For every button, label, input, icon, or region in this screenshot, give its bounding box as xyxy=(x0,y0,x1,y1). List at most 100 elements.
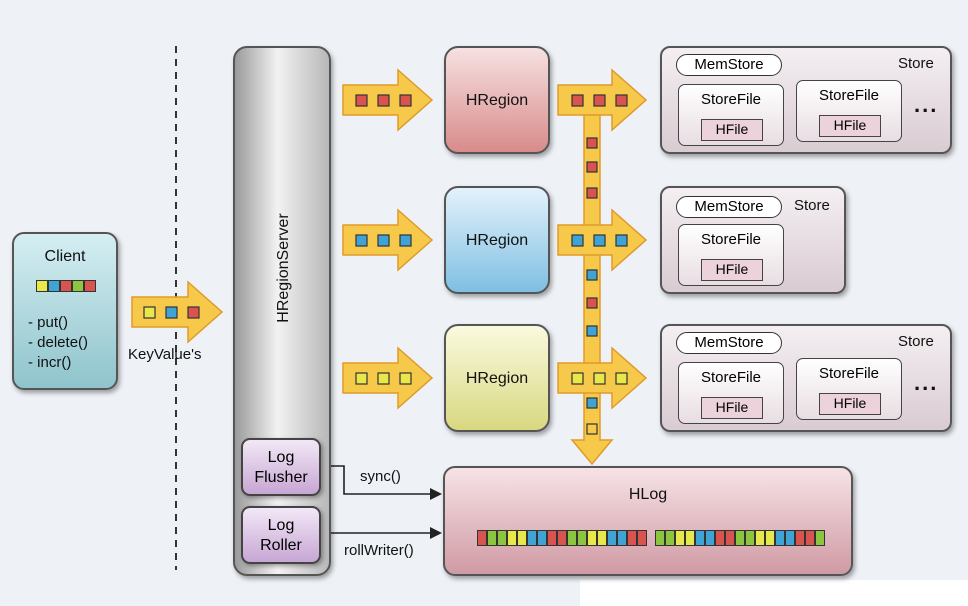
kv-square-blue xyxy=(355,234,368,247)
store-1-storefile-1-label: StoreFile xyxy=(700,91,762,108)
store-3-ellipsis: ... xyxy=(914,370,939,395)
region-to-hlog-arrow xyxy=(570,111,614,466)
hlog-entry-cell xyxy=(715,530,725,546)
store-3-memstore: MemStore xyxy=(676,332,782,354)
store-3-storefile-2-label: StoreFile xyxy=(818,365,880,382)
kv-square-blue xyxy=(399,234,412,247)
store-2-memstore: MemStore xyxy=(676,196,782,218)
store-1-storefile-2-label: StoreFile xyxy=(818,87,880,104)
hlog-entry-cell xyxy=(567,530,577,546)
hregionserver-label: HRegionServer xyxy=(275,213,292,323)
hlog-entry-cell xyxy=(497,530,507,546)
store-3-storefile-2: StoreFile HFile xyxy=(796,358,902,420)
hlog-entry-cell xyxy=(617,530,627,546)
hlog-entry-cell xyxy=(805,530,815,546)
client-kv-cell xyxy=(84,280,96,292)
client-kv-cell xyxy=(36,280,48,292)
hlog-entry-cell xyxy=(815,530,825,546)
client-method-incr: - incr() xyxy=(28,354,72,371)
hregion-3-label: HRegion xyxy=(465,370,529,387)
store-3: MemStore Store StoreFile HFile StoreFile… xyxy=(660,324,952,432)
kv-square-yellow xyxy=(399,372,412,385)
hlog-entry-cell xyxy=(675,530,685,546)
client-kv-cell xyxy=(48,280,60,292)
wal-square xyxy=(586,137,598,149)
kv-square-red xyxy=(377,94,390,107)
hlog-entry-cell xyxy=(725,530,735,546)
hlog-entry-cell xyxy=(597,530,607,546)
hlog-entry-cell xyxy=(627,530,637,546)
wal-square xyxy=(586,325,598,337)
kv-square-yellow xyxy=(377,372,390,385)
hlog-entry-cell xyxy=(487,530,497,546)
hregionserver-box: HRegionServer xyxy=(233,46,331,576)
hlog-entry-cell xyxy=(655,530,665,546)
bottom-fade xyxy=(580,580,968,606)
client-title: Client xyxy=(44,248,86,265)
log-flusher-line1: Log xyxy=(267,449,295,466)
kv-square-yellow xyxy=(593,372,606,385)
kv-square-red xyxy=(355,94,368,107)
kv-square-red xyxy=(571,94,584,107)
wal-square xyxy=(586,297,598,309)
hregion-1: HRegion xyxy=(444,46,550,154)
hlog-entry-cell xyxy=(665,530,675,546)
log-flusher-line2: Flusher xyxy=(254,469,308,486)
store-2: MemStore Store StoreFile HFile xyxy=(660,186,846,294)
client-kv-cell xyxy=(60,280,72,292)
hlog-entry-cell xyxy=(795,530,805,546)
keyvalue-square xyxy=(143,306,156,319)
keyvalue-label: KeyValue's xyxy=(128,346,202,363)
hlog-box: HLog xyxy=(443,466,853,576)
rollwriter-label: rollWriter() xyxy=(344,542,414,559)
kv-square-yellow xyxy=(615,372,628,385)
hlog-entry-cell xyxy=(637,530,647,546)
hlog-entry-cell xyxy=(547,530,557,546)
kv-square-blue xyxy=(593,234,606,247)
hlog-entry-cell xyxy=(507,530,517,546)
hlog-label: HLog xyxy=(628,486,668,503)
hlog-entry-cell xyxy=(477,530,487,546)
kv-square-red xyxy=(593,94,606,107)
hlog-entry-cell xyxy=(775,530,785,546)
store-2-storefile-1: StoreFile HFile xyxy=(678,224,784,286)
store-1-ellipsis: ... xyxy=(914,92,939,117)
kv-square-blue xyxy=(615,234,628,247)
kv-square-yellow xyxy=(571,372,584,385)
hlog-entry-cell xyxy=(577,530,587,546)
client-kv-cell xyxy=(72,280,84,292)
hlog-entry-cell xyxy=(765,530,775,546)
rollwriter-arrowhead xyxy=(430,527,442,539)
hlog-entry-cell xyxy=(517,530,527,546)
kv-square-yellow xyxy=(355,372,368,385)
hlog-entry-cell xyxy=(735,530,745,546)
hlog-entry-cell xyxy=(537,530,547,546)
wal-square xyxy=(586,423,598,435)
wal-square xyxy=(586,187,598,199)
store-2-title: Store xyxy=(794,197,830,214)
store-1-hfile-1: HFile xyxy=(701,119,763,141)
kv-square-blue xyxy=(377,234,390,247)
hlog-entry-cell xyxy=(587,530,597,546)
sync-arrowhead xyxy=(430,488,442,500)
store-1-storefile-1: StoreFile HFile xyxy=(678,84,784,146)
store-3-hfile-1: HFile xyxy=(701,397,763,419)
hlog-entry-cell xyxy=(755,530,765,546)
kv-square-red xyxy=(615,94,628,107)
log-flusher-box: Log Flusher xyxy=(241,438,321,496)
hlog-entry-cell xyxy=(557,530,567,546)
hlog-entry-cell xyxy=(705,530,715,546)
kv-square-red xyxy=(399,94,412,107)
client-keyvalue-strip xyxy=(36,280,98,292)
hlog-entry-cell xyxy=(695,530,705,546)
store-3-storefile-1: StoreFile HFile xyxy=(678,362,784,424)
store-2-hfile-1: HFile xyxy=(701,259,763,281)
hregion-1-label: HRegion xyxy=(465,92,529,109)
hlog-entry-cell xyxy=(745,530,755,546)
log-roller-box: Log Roller xyxy=(241,506,321,564)
store-1-hfile-2: HFile xyxy=(819,115,881,137)
log-roller-line1: Log xyxy=(267,517,295,534)
kv-square-blue xyxy=(571,234,584,247)
